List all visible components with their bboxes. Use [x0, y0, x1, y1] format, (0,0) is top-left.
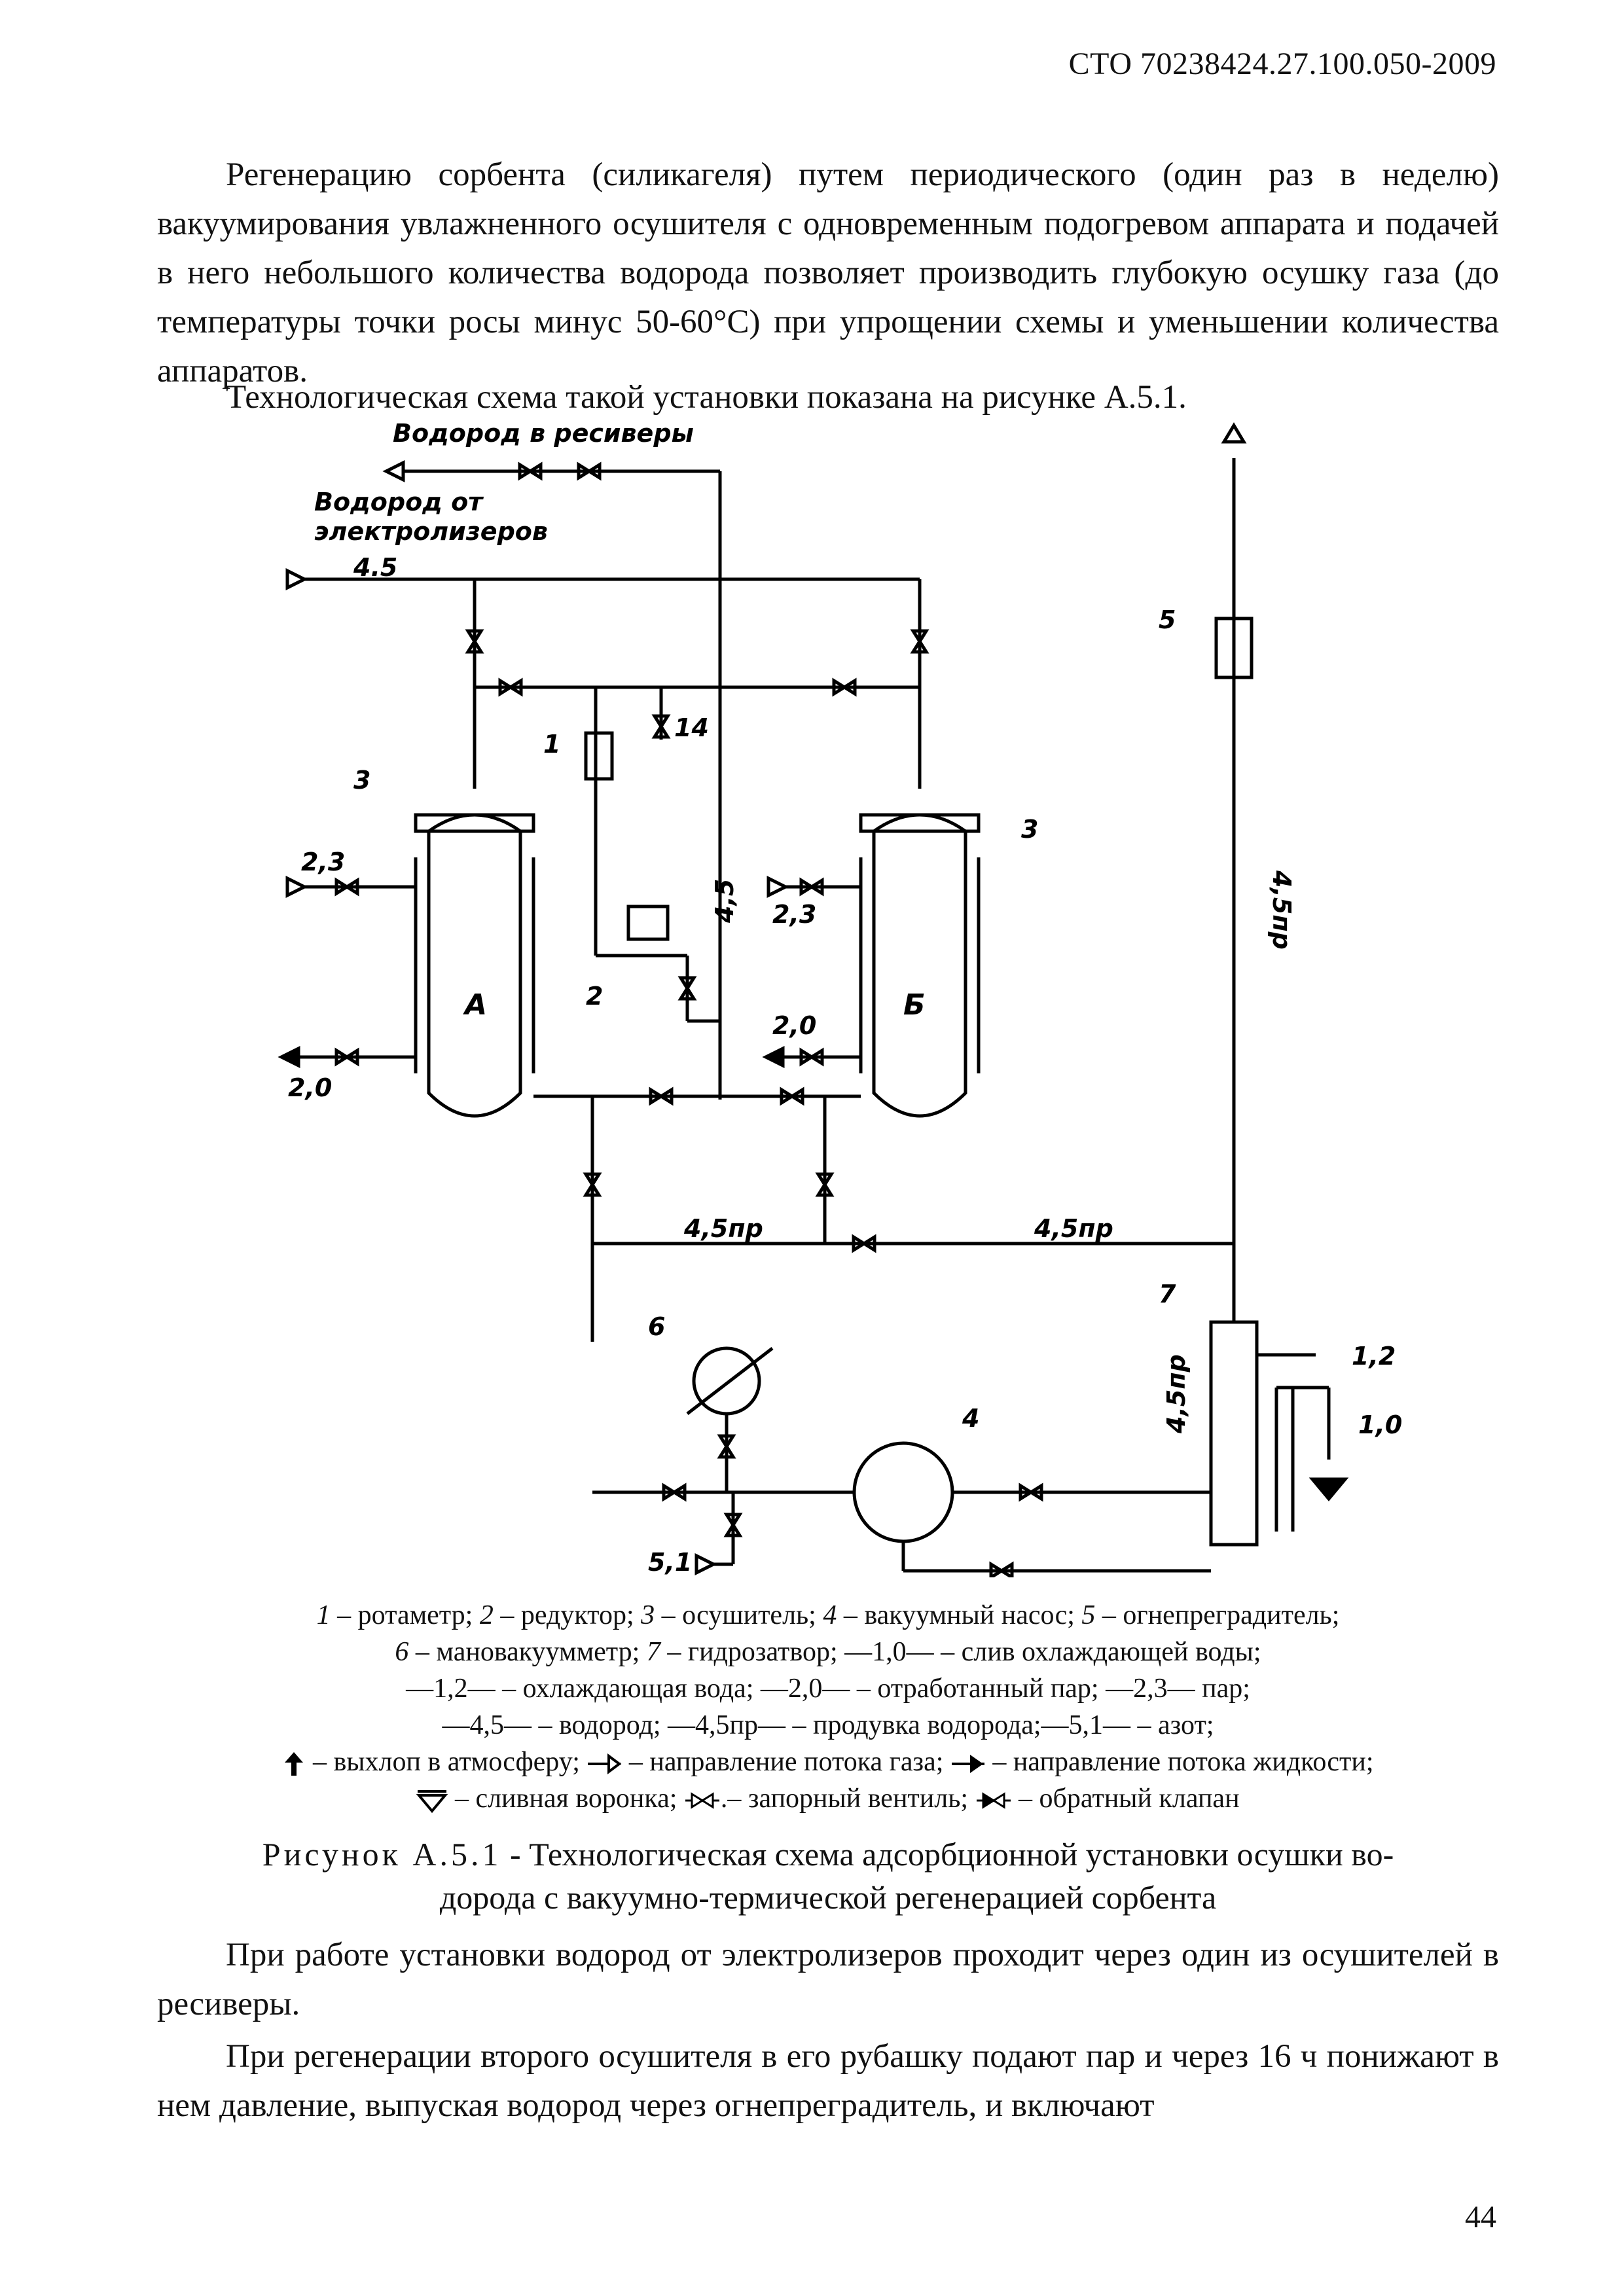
figure-number: Рисунок А.5.1 — [262, 1836, 502, 1873]
legend-line-2: 6 – мановакуумметр; 7 – гидрозатвор; —1,… — [395, 1637, 1261, 1667]
label-line-10: 1,0 — [1358, 1410, 1402, 1439]
legend-line-1: 1 – ротаметр; 2 – редуктор; 3 – осушител… — [316, 1600, 1340, 1630]
label-vessel-a: А — [463, 988, 487, 1022]
legend-line-6: – сливная воронка; .– запорный вентиль; … — [157, 1780, 1499, 1817]
label-h2-from-1: Водород от — [314, 488, 484, 516]
label-n7: 7 — [1159, 1280, 1176, 1308]
exhaust-arrow-icon — [285, 1752, 304, 1776]
check-valve-icon — [976, 1792, 1011, 1810]
label-vessel-b: Б — [903, 988, 926, 1022]
label-h2-from-2: электролизеров — [314, 517, 548, 546]
label-line-51: 5,1 — [648, 1548, 692, 1577]
label-line-20-a: 2,0 — [288, 1073, 332, 1102]
label-line-45pr-seal: 4,5пр — [1162, 1354, 1191, 1434]
label-n4: 4 — [962, 1404, 979, 1433]
label-h2-to-receivers: Водород в ресиверы — [393, 419, 694, 448]
drain-funnel-icon — [416, 1790, 448, 1814]
paragraph-regeneration-procedure: При регенерации второго осушителя в его … — [157, 2038, 1499, 2124]
label-line-45-vertical: 4,5 — [710, 879, 739, 924]
label-line-12: 1,2 — [1352, 1342, 1396, 1371]
label-n1: 1 — [543, 730, 560, 759]
figure-legend: 1 – ротаметр; 2 – редуктор; 3 – осушител… — [157, 1597, 1499, 1817]
label-n14: 14 — [674, 713, 709, 742]
label-line-45pr-left: 4,5пр — [683, 1214, 763, 1243]
label-line-23-a: 2,3 — [301, 848, 345, 876]
legend-line-4: —4,5— – водород; —4,5пр— – продувка водо… — [442, 1710, 1214, 1740]
gas-flow-arrow-icon — [588, 1753, 622, 1775]
label-n3-a: 3 — [353, 766, 370, 795]
paragraph-operation: При работе установки водород от электрол… — [157, 1937, 1499, 2022]
shutoff-valve-icon — [685, 1792, 719, 1810]
legend-line-5: – выхлоп в атмосферу; – направление пото… — [157, 1744, 1499, 1780]
figure-caption: Рисунок А.5.1 - Технологическая схема ад… — [262, 1836, 1394, 1916]
label-line-23-b: 2,3 — [772, 900, 816, 929]
paragraph-scheme-reference: Технологическая схема такой установки по… — [226, 379, 1187, 416]
process-diagram: Водород в ресиверы Водород от электролиз… — [216, 419, 1402, 1577]
page-number: 44 — [1465, 2200, 1496, 2234]
paragraph-regeneration: Регенерацию сорбента (силикагеля) путем … — [157, 156, 1499, 389]
liquid-flow-arrow-icon — [951, 1755, 984, 1774]
label-line-20-b: 2,0 — [772, 1011, 816, 1040]
label-n3-b: 3 — [1021, 815, 1038, 844]
label-n6: 6 — [648, 1312, 665, 1341]
label-n5: 5 — [1159, 605, 1176, 634]
label-line-45: 4.5 — [353, 553, 397, 582]
label-line-45pr-right: 4,5пр — [1034, 1214, 1113, 1243]
legend-line-3: —1,2— – охлаждающая вода; —2,0— – отрабо… — [406, 1674, 1250, 1704]
document-code: СТО 70238424.27.100.050-2009 — [1068, 46, 1496, 81]
label-line-45pr-vertical: 4,5пр — [1267, 870, 1296, 950]
label-n2: 2 — [586, 982, 603, 1011]
